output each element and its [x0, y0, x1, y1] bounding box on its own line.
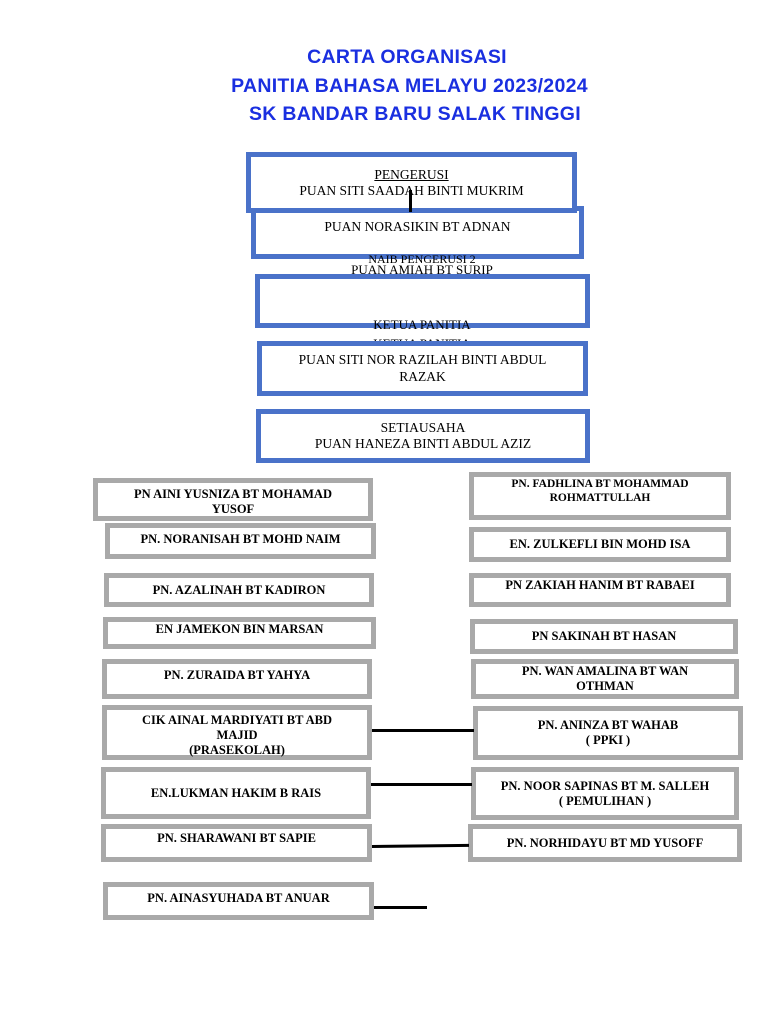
ketua-panitia-name: PUAN SITI NOR RAZILAH BINTI ABDUL RAZAK	[298, 352, 547, 384]
member-box-right-6: PN. ANINZA BT WAHAB ( PPKI )	[473, 706, 743, 760]
naib-pengerusi-2-box	[255, 274, 590, 328]
member-box-left-9: PN. AINASYUHADA BT ANUAR	[103, 882, 374, 920]
chart-title-line2: PANITIA BAHASA MELAYU 2023/2024	[231, 75, 588, 97]
member-name: PN AINI YUSNIZA BT MOHAMAD	[134, 487, 332, 501]
connector-line	[374, 906, 427, 909]
member-name: PN SAKINAH BT HASAN	[531, 629, 677, 643]
member-name-cont: ROHMATTULLAH	[549, 491, 651, 504]
setiausaha-name: PUAN HANEZA BINTI ABDUL AZIZ	[314, 436, 532, 451]
member-box-left-6: CIK AINAL MARDIYATI BT ABD MAJID (PRASEK…	[102, 705, 372, 760]
member-box-left-8: PN. SHARAWANI BT SAPIE	[101, 824, 372, 862]
member-name: PN ZAKIAH HANIM BT RABAEI	[505, 578, 695, 592]
member-unit: ( PEMULIHAN )	[558, 793, 652, 808]
member-box-left-3: PN. AZALINAH BT KADIRON	[104, 573, 374, 607]
chart-title-line1: CARTA ORGANISASI	[307, 46, 507, 68]
member-name-cont: YUSOF	[211, 502, 255, 516]
member-name-cont: MAJID	[216, 728, 258, 742]
member-box-left-5: PN. ZURAIDA BT YAHYA	[102, 659, 372, 699]
naib-pengerusi-2-name: PUAN AMIAH BT SURIP	[351, 262, 493, 277]
chart-title-line3: SK BANDAR BARU SALAK TINGGI	[248, 103, 581, 125]
member-box-right-1: PN. FADHLINA BT MOHAMMAD ROHMATTULLAH	[469, 472, 731, 520]
member-name: PN. FADHLINA BT MOHAMMAD	[511, 478, 689, 490]
naib-pengerusi-2-role: NAIB PENGERUSI 2	[368, 255, 476, 263]
setiausaha-box: SETIAUSAHA PUAN HANEZA BINTI ABDUL AZIZ	[256, 409, 590, 463]
member-unit: (PRASEKOLAH)	[189, 743, 285, 757]
member-name: EN.LUKMAN HAKIM B RAIS	[150, 785, 322, 800]
naib-pengerusi-1-name: PUAN NORASIKIN BT ADNAN	[324, 219, 511, 234]
naib-pengerusi-1-box: PUAN NORASIKIN BT ADNAN	[251, 206, 584, 259]
member-name: PN. NORANISAH BT MOHD NAIM	[140, 532, 341, 546]
member-name-cont: OTHMAN	[576, 679, 634, 693]
member-box-left-4: EN JAMEKON BIN MARSAN	[103, 617, 376, 649]
member-name: PN. WAN AMALINA BT WAN	[521, 664, 689, 678]
member-box-right-3: PN ZAKIAH HANIM BT RABAEI	[469, 573, 731, 607]
member-name: PN. NORHIDAYU BT MD YUSOFF	[506, 835, 704, 850]
ketua-panitia-label: KETUA PANITIA	[373, 317, 471, 332]
member-box-right-4: PN SAKINAH BT HASAN	[470, 619, 738, 654]
member-name: CIK AINAL MARDIYATI BT ABD	[141, 713, 333, 727]
naib-pengerusi-2-label: NAIB PENGERUSI 2 PUAN AMIAH BT SURIP	[300, 255, 544, 277]
member-box-right-5: PN. WAN AMALINA BT WAN OTHMAN	[471, 659, 739, 699]
member-box-right-7: PN. NOOR SAPINAS BT M. SALLEH ( PEMULIHA…	[471, 767, 739, 820]
connector-line	[371, 783, 472, 786]
member-box-left-2: PN. NORANISAH BT MOHD NAIM	[105, 523, 376, 559]
member-name: PN. AINASYUHADA BT ANUAR	[147, 891, 330, 905]
member-box-right-8: PN. NORHIDAYU BT MD YUSOFF	[468, 824, 742, 862]
connector-line	[371, 843, 470, 848]
setiausaha-role: SETIAUSAHA	[380, 419, 466, 435]
member-box-left-1: PN AINI YUSNIZA BT MOHAMAD YUSOF	[93, 478, 373, 521]
member-name: PN. AZALINAH BT KADIRON	[152, 582, 326, 597]
member-name: PN. SHARAWANI BT SAPIE	[157, 831, 316, 845]
member-box-right-2: EN. ZULKEFLI BIN MOHD ISA	[469, 527, 731, 562]
ketua-panitia-box: PUAN SITI NOR RAZILAH BINTI ABDUL RAZAK	[257, 341, 588, 396]
member-name: PN. ZURAIDA BT YAHYA	[163, 668, 311, 682]
member-name: EN. ZULKEFLI BIN MOHD ISA	[509, 537, 691, 551]
member-box-left-7: EN.LUKMAN HAKIM B RAIS	[101, 767, 371, 819]
member-name: PN. NOOR SAPINAS BT M. SALLEH	[500, 778, 710, 793]
pengerusi-role: PENGERUSI	[374, 167, 449, 182]
member-unit: ( PPKI )	[585, 733, 631, 747]
member-name: PN. ANINZA BT WAHAB	[537, 718, 679, 732]
member-name: EN JAMEKON BIN MARSAN	[155, 622, 324, 636]
pengerusi-connector	[409, 190, 412, 212]
connector-line	[372, 729, 474, 732]
